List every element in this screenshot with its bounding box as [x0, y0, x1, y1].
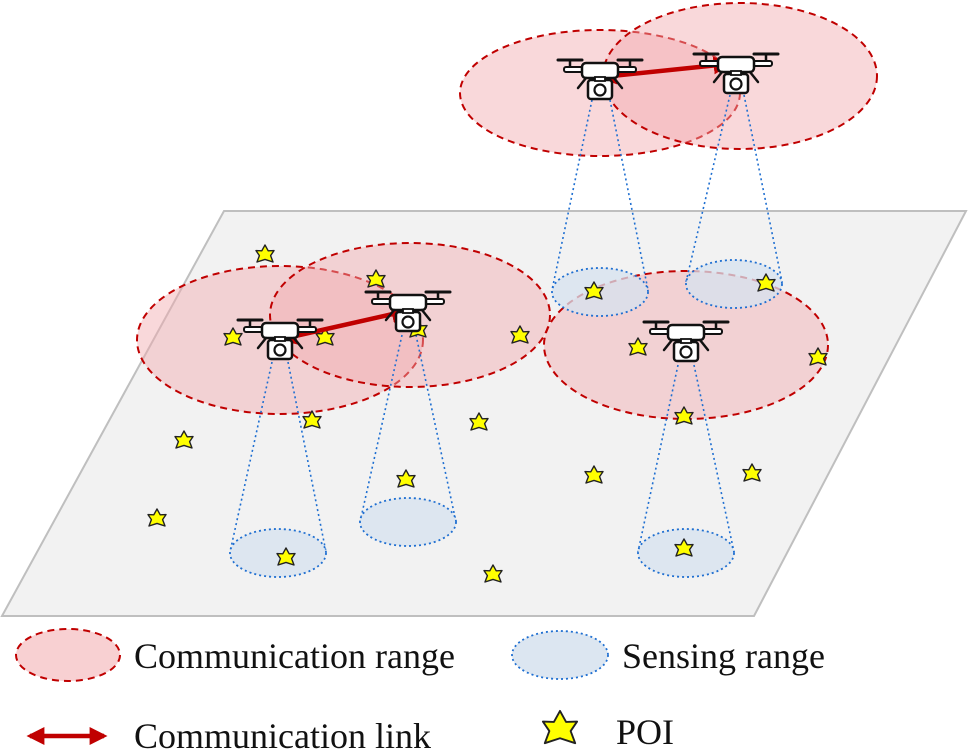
legend-communication-range-swatch	[15, 628, 121, 682]
legend: Communication range Sensing range Commun…	[15, 628, 825, 751]
legend-sensing-range-swatch	[511, 630, 609, 680]
sensing-range	[685, 259, 783, 309]
legend-sensing-range-label: Sensing range	[622, 636, 825, 676]
communication-link	[278, 305, 410, 345]
sensing-ranges	[229, 259, 783, 578]
legend-poi-icon	[541, 709, 579, 745]
sensing-range	[359, 497, 457, 547]
legend-poi-label: POI	[616, 712, 674, 751]
sensing-cones	[229, 94, 783, 553]
ground-plane	[0, 210, 968, 617]
legend-communication-range-label: Communication range	[134, 636, 455, 676]
legend-communication-link-label: Communication link	[134, 716, 431, 751]
